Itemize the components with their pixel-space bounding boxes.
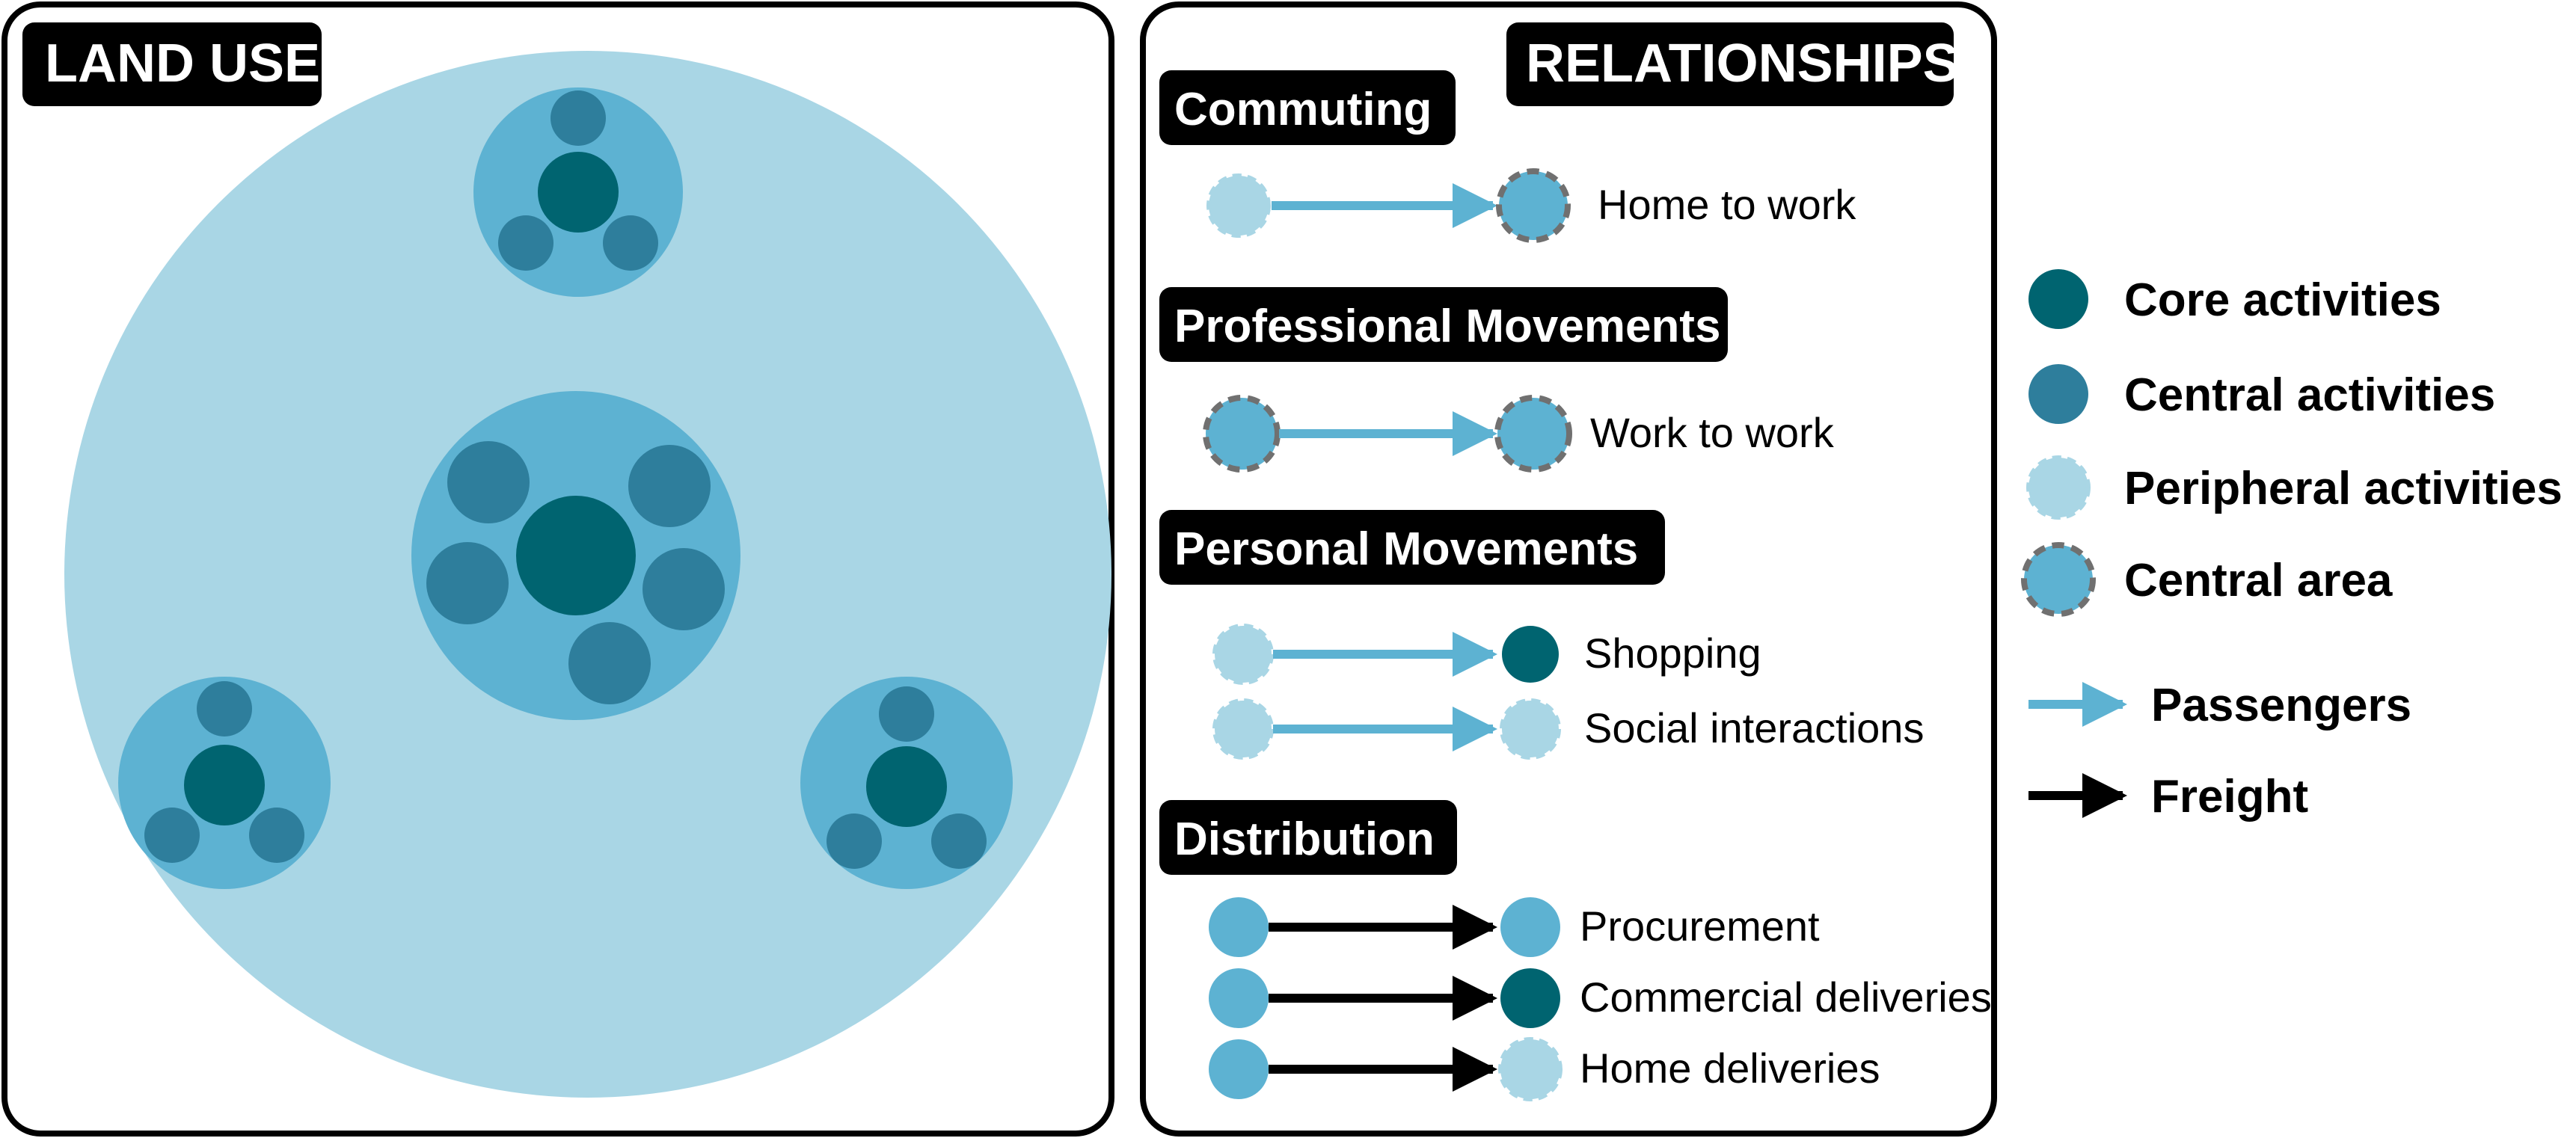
peripheral-activity-icon	[2026, 455, 2091, 520]
central-area-icon	[2021, 542, 2096, 617]
relationships-panel: RELATIONSHIPS Commuting Home to work Pro…	[1140, 1, 1997, 1137]
central-activity-circle	[603, 215, 658, 271]
central-activity-circle	[498, 215, 553, 271]
central-area-symbol	[1203, 395, 1281, 473]
relation-row: Social interactions	[1212, 698, 1924, 760]
relation-row: Home deliveries	[1209, 1037, 1880, 1101]
group-title: Commuting	[1174, 84, 1432, 135]
core-activity-circle	[184, 745, 265, 825]
relation-label: Home to work	[1598, 181, 1856, 228]
land-use-right-node	[800, 677, 1013, 889]
legend: Core activities Central activities Perip…	[2021, 269, 2563, 822]
group-professional-movements: Professional Movements Work to work	[1159, 287, 1835, 473]
central-activity-circle	[426, 542, 509, 624]
legend-label: Peripheral activities	[2124, 463, 2563, 514]
title-tag-bg	[22, 22, 322, 106]
legend-item-peripheral: Peripheral activities	[2026, 455, 2563, 520]
relation-label: Commercial deliveries	[1580, 974, 1992, 1021]
core-activity-icon	[2028, 269, 2088, 329]
group-commuting: Commuting Home to work	[1159, 70, 1856, 243]
land-use-panel: LAND USE	[1, 1, 1114, 1137]
central-area-symbol	[1494, 395, 1572, 473]
central-activity-circle	[447, 441, 530, 523]
central-activity-circle	[197, 681, 252, 736]
group-distribution: Distribution Procurement Commercial deli…	[1159, 800, 1992, 1101]
peripheral-activity-symbol	[1212, 624, 1274, 685]
legend-item-freight: Freight	[2028, 771, 2308, 822]
land-use-left-node	[118, 677, 331, 889]
central-activity-circle	[931, 814, 987, 869]
relation-row: Home to work	[1206, 168, 1856, 243]
central-activity-circle	[249, 808, 304, 863]
legend-label: Passengers	[2151, 680, 2411, 731]
core-activity-symbol	[1502, 626, 1559, 683]
relation-label: Social interactions	[1584, 704, 1924, 751]
central-activity-icon	[2028, 364, 2088, 424]
core-activity-symbol	[1500, 968, 1560, 1028]
relationships-title: RELATIONSHIPS	[1526, 34, 1959, 93]
legend-item-core: Core activities	[2028, 269, 2441, 329]
central-activity-circle	[879, 686, 934, 742]
group-title-bg	[1159, 800, 1457, 875]
group-title-bg	[1159, 510, 1665, 585]
central-activity-circle	[643, 548, 725, 630]
relation-row: Commercial deliveries	[1209, 968, 1992, 1028]
relation-label: Shopping	[1584, 630, 1761, 677]
central-area-symbol	[1496, 168, 1571, 243]
legend-label: Core activities	[2124, 274, 2441, 326]
title-tag-bg	[1506, 22, 1954, 106]
central-activity-circle	[568, 622, 651, 704]
core-activity-circle	[538, 152, 619, 233]
relation-label: Work to work	[1590, 409, 1835, 456]
land-use-title-tag: LAND USE	[22, 22, 322, 106]
group-title-bg	[1159, 70, 1456, 145]
legend-label: Central activities	[2124, 369, 2495, 421]
legend-item-passengers: Passengers	[2028, 680, 2411, 731]
legend-item-central: Central activities	[2028, 364, 2495, 424]
group-title-bg	[1159, 287, 1728, 362]
relation-label: Procurement	[1580, 902, 1820, 950]
peripheral-activity-symbol	[1212, 698, 1274, 760]
central-activity-circle	[827, 814, 882, 869]
land-use-top-node	[473, 87, 683, 297]
central-activity-circle	[144, 808, 200, 863]
central-area-plain-symbol	[1500, 897, 1560, 957]
core-activity-circle	[866, 746, 947, 827]
central-area-plain-symbol	[1209, 968, 1269, 1028]
peripheral-activity-symbol	[1206, 173, 1271, 238]
land-use-center-node	[411, 391, 740, 720]
relation-row: Procurement	[1209, 897, 1820, 957]
core-activity-circle	[516, 496, 636, 615]
legend-item-central-area: Central area	[2021, 542, 2393, 617]
group-personal-movements: Personal Movements Shopping Social inter…	[1159, 510, 1924, 760]
legend-label: Central area	[2124, 555, 2393, 606]
group-title: Professional Movements	[1174, 301, 1720, 352]
group-title: Personal Movements	[1174, 523, 1638, 575]
group-title: Distribution	[1174, 814, 1435, 865]
legend-label: Freight	[2151, 771, 2308, 822]
relation-row: Shopping	[1212, 624, 1761, 685]
peripheral-activity-symbol	[1498, 1037, 1563, 1101]
relation-row: Work to work	[1203, 395, 1835, 473]
land-use-title: LAND USE	[45, 34, 320, 93]
relation-label: Home deliveries	[1580, 1045, 1880, 1092]
central-activity-circle	[551, 90, 606, 146]
relationships-title-tag: RELATIONSHIPS	[1506, 22, 1959, 106]
central-area-plain-symbol	[1209, 897, 1269, 957]
central-activity-circle	[628, 445, 711, 527]
central-area-plain-symbol	[1209, 1039, 1269, 1099]
peripheral-activity-symbol	[1500, 698, 1561, 760]
